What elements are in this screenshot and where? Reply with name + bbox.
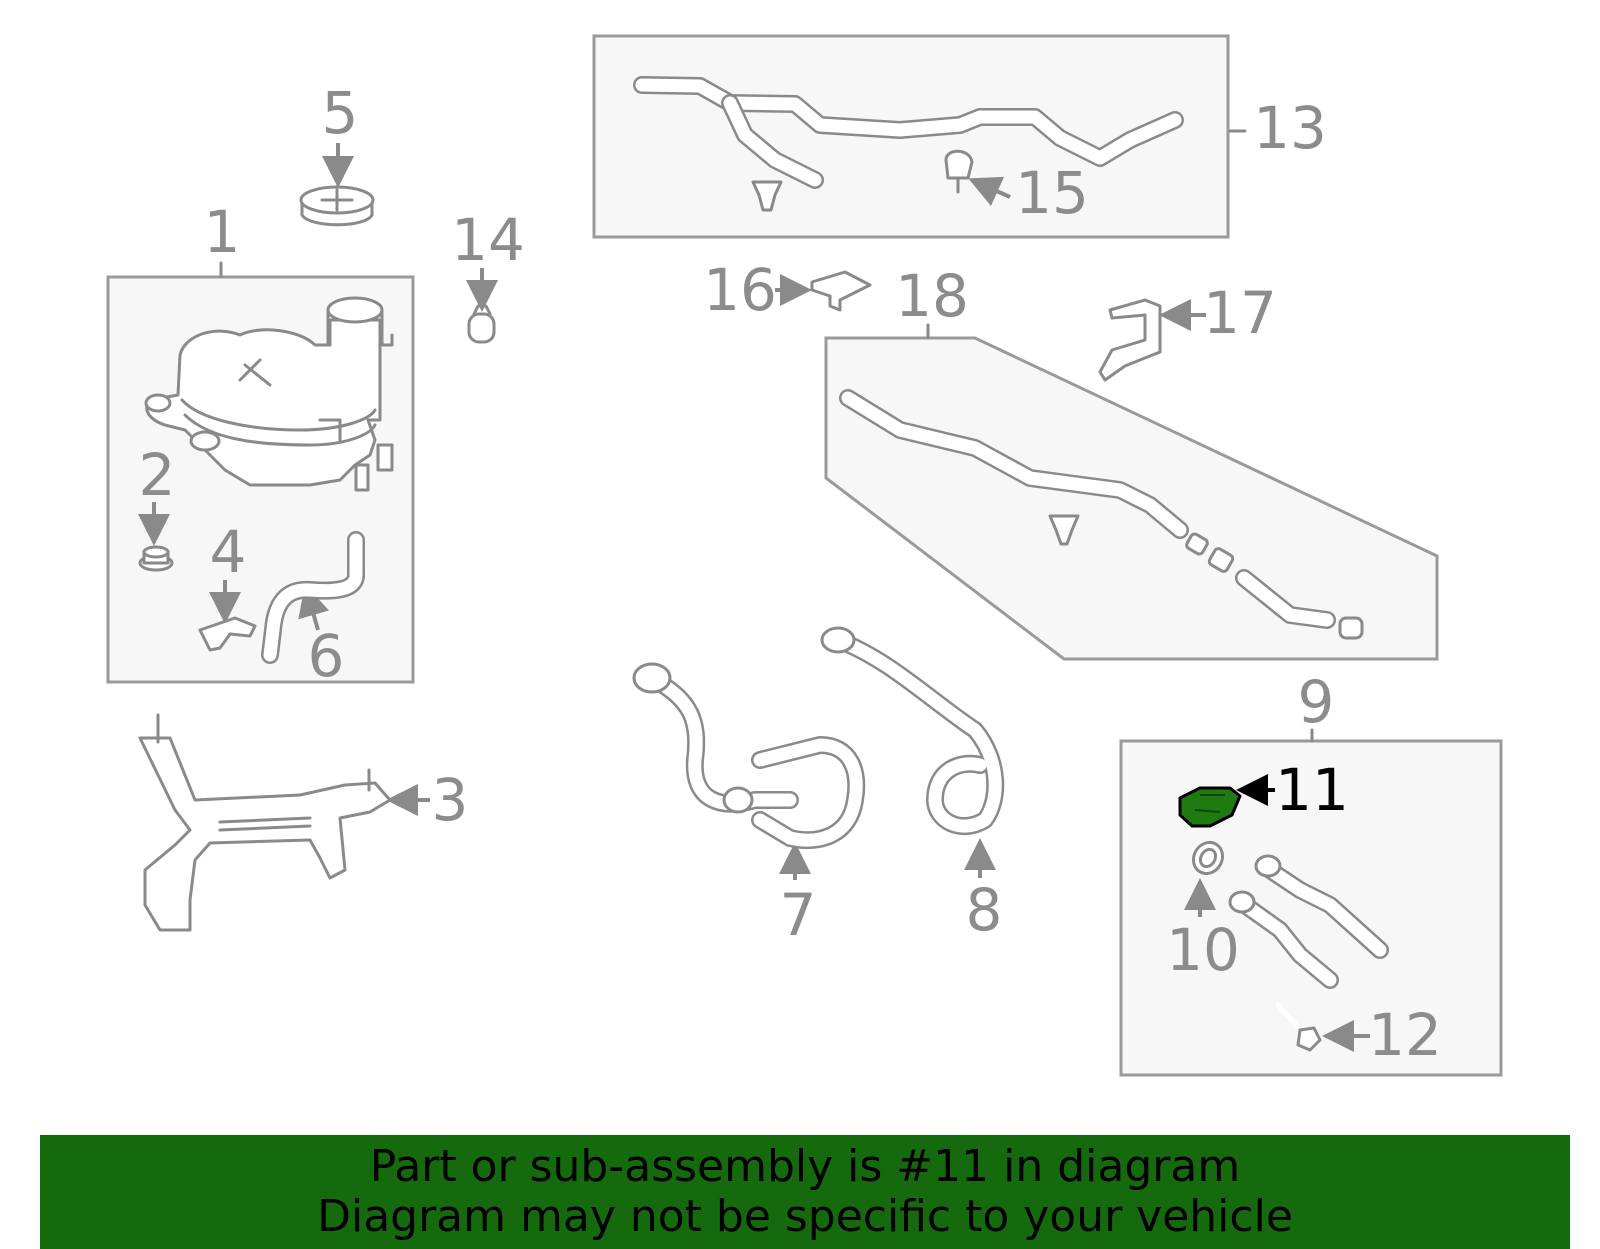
part-8-hose[interactable]	[820, 626, 1005, 835]
info-banner: Part or sub-assembly is #11 in diagram D…	[40, 1135, 1570, 1249]
label-16[interactable]: 16	[703, 256, 777, 324]
part-18-hose[interactable]	[839, 389, 1364, 640]
label-2[interactable]: 2	[139, 441, 176, 509]
part-11-cap-highlighted[interactable]	[1178, 786, 1242, 828]
part-4-clip[interactable]	[198, 616, 257, 652]
label-6[interactable]: 6	[308, 622, 345, 690]
part-5-cap[interactable]	[299, 185, 375, 227]
part-10-oring[interactable]	[1188, 837, 1228, 879]
label-3[interactable]: 3	[432, 766, 469, 834]
label-17[interactable]: 17	[1203, 279, 1277, 347]
label-18[interactable]: 18	[895, 262, 969, 330]
part-3-bracket[interactable]	[138, 713, 392, 932]
label-5[interactable]: 5	[322, 79, 359, 147]
label-9[interactable]: 9	[1298, 668, 1335, 736]
label-10[interactable]: 10	[1166, 916, 1240, 984]
part-16-bracket[interactable]	[810, 270, 872, 312]
label-1[interactable]: 1	[204, 198, 241, 266]
part-12-bolt[interactable]	[1275, 1002, 1322, 1052]
part-17-bracket[interactable]	[1098, 298, 1162, 382]
label-7[interactable]: 7	[780, 881, 817, 949]
part-15-clip[interactable]	[944, 149, 974, 194]
label-12[interactable]: 12	[1368, 1001, 1442, 1069]
label-8[interactable]: 8	[966, 876, 1003, 944]
water-outlet-housing	[1228, 854, 1389, 989]
label-11[interactable]: 11	[1275, 756, 1349, 824]
label-14[interactable]: 14	[451, 206, 525, 274]
part-1-reservoir[interactable]	[144, 296, 394, 492]
part-13-hose[interactable]	[633, 76, 1184, 212]
banner-line-1: Part or sub-assembly is #11 in diagram	[369, 1141, 1241, 1192]
banner-line-2: Diagram may not be specific to your vehi…	[317, 1191, 1293, 1242]
label-15[interactable]: 15	[1015, 159, 1089, 227]
label-4[interactable]: 4	[210, 518, 247, 586]
part-2-grommet[interactable]	[138, 545, 174, 572]
label-13[interactable]: 13	[1253, 94, 1327, 162]
part-14-clamp[interactable]	[467, 304, 496, 344]
part-7-hose[interactable]	[632, 662, 866, 850]
part-6-hose[interactable]	[261, 531, 365, 664]
parts-diagram: 1 2 4 6 5 14	[106, 34, 1503, 1077]
